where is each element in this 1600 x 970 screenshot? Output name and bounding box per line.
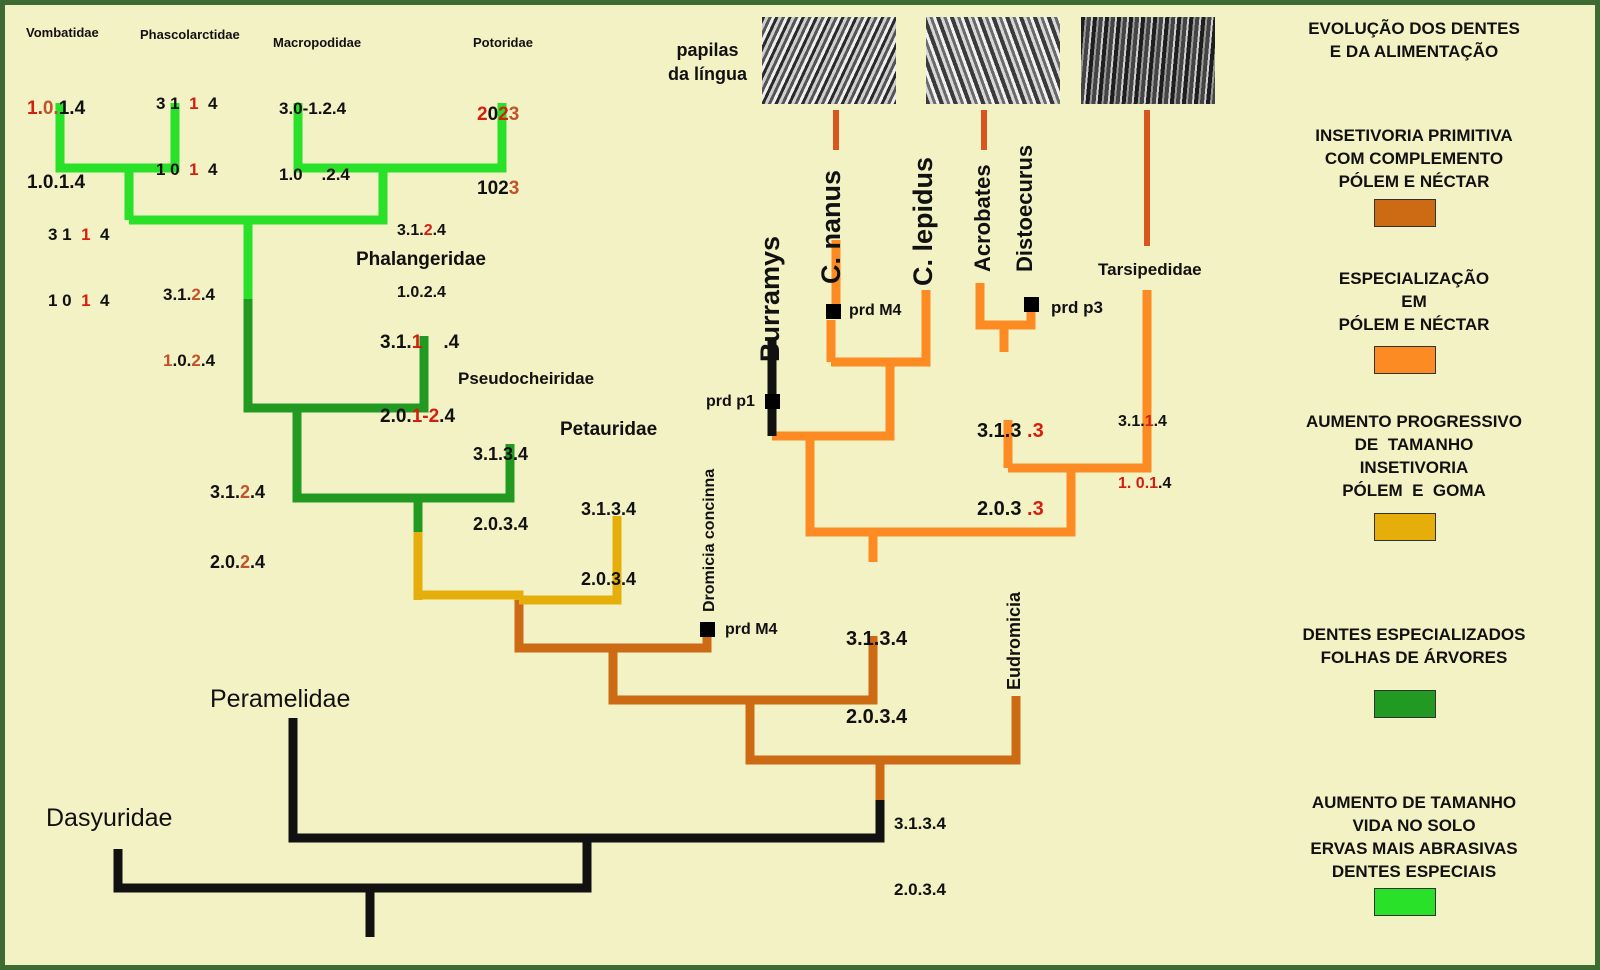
papila-image-1 xyxy=(762,17,896,104)
formula-macro-poto-node: 3.1.2.4 1.0.2.4 xyxy=(397,221,446,301)
taxon-tarsipedidae: Tarsipedidae xyxy=(1098,260,1202,279)
formula-phascolarctidae: 3 1 1 4 1 0 1 4 xyxy=(156,94,218,180)
formula-phalangeridae: 3.1.1 .4 2.0.1-2.4 xyxy=(380,332,460,428)
branch-burramyid-node xyxy=(608,636,878,705)
legend-swatch-pollen-nectar xyxy=(1374,346,1436,374)
formula-pseudocheiridae: 3.1.3.4 2.0.3.4 xyxy=(473,443,529,534)
papila-image-3 xyxy=(1081,17,1215,104)
papila-image-2 xyxy=(926,17,1060,104)
legend-item-ground-life: AUMENTO DE TAMANHO VIDA NO SOLO ERVAS MA… xyxy=(1310,793,1518,881)
taxon-burramys: Burramys xyxy=(755,235,785,362)
taxon-phalangeridae: Phalangeridae xyxy=(356,249,486,270)
taxon-distoecurus: Distoecurus xyxy=(1012,144,1037,272)
formula-vombatidae: 1.0.1.4 1.0.1.4 xyxy=(27,98,86,194)
formula-acrobatidae: 3.1.3 .3 2.0.3 .3 xyxy=(977,420,1044,520)
formula-burramyid-node: 3.1.3.4 2.0.3.4 xyxy=(846,628,908,728)
formula-base-node: 3.1.3.4 2.0.3.4 xyxy=(894,814,946,900)
taxon-peramelidae: Peramelidae xyxy=(210,685,351,713)
branch-acrobates xyxy=(975,283,1036,330)
branch-eudromicia xyxy=(745,696,1021,765)
prd-marker xyxy=(826,304,841,319)
prd-marker xyxy=(765,394,780,409)
branch-c-lepidus xyxy=(831,290,931,367)
papilas-label: papilas da língua xyxy=(668,40,748,84)
prd-label-m4-nanus: prd M4 xyxy=(849,302,902,319)
prd-marker xyxy=(700,622,715,637)
branch-vombatidae-phascolarctidae xyxy=(55,103,180,173)
branch-macropodidae-potoridae xyxy=(293,103,507,173)
taxon-c-lepidus: C. lepidus xyxy=(908,156,938,286)
formula-macropodidae: 3.0-1.2.4 1.0 .2.4 xyxy=(279,99,350,185)
legend-item-size-gum: AUMENTO PROGRESSIVO DE TAMANHO INSETIVOR… xyxy=(1306,412,1522,500)
taxon-acrobates: Acrobates xyxy=(970,164,995,272)
formula-pseudo-phal-node: 3.1.2.4 2.0.2.4 xyxy=(210,481,266,572)
taxon-vombatidae: Vombatidae xyxy=(26,25,99,40)
taxon-phascolarctidae: Phascolarctidae xyxy=(140,27,240,42)
branch-phalangeridae xyxy=(243,299,429,413)
prd-label-p3: prd p3 xyxy=(1051,298,1103,317)
taxon-eudromicia: Eudromicia xyxy=(1004,591,1024,690)
prd-marker xyxy=(1024,297,1039,312)
formula-vomb-phasc-node: 3 1 1 4 1 0 1 4 xyxy=(48,225,110,311)
taxon-petauridae: Petauridae xyxy=(560,419,658,440)
branch-petauridae xyxy=(519,516,622,605)
formula-petauridae: 3.1.3.4 2.0.3.4 xyxy=(581,498,637,589)
taxon-pseudocheiridae: Pseudocheiridae xyxy=(458,369,595,388)
legend-swatch-ground-life xyxy=(1374,888,1436,916)
taxon-macropodidae: Macropodidae xyxy=(273,35,362,50)
branch-cercartetus-node xyxy=(772,362,895,441)
legend-swatch-leaves xyxy=(1374,690,1436,718)
prd-label-p1: prd p1 xyxy=(706,393,755,410)
branch-dromicia xyxy=(514,600,712,653)
legend-title: EVOLUÇÃO DOS DENTES E DA ALIMENTAÇÃO xyxy=(1308,19,1520,61)
legend-item-primitive-insectivory: INSETIVORIA PRIMITIVA COM COMPLEMENTO PÓ… xyxy=(1315,126,1513,191)
branch-peramelidae xyxy=(288,718,885,843)
branch-dasyuridae xyxy=(113,838,592,893)
formula-tarsipedidae: 3.1.1.4 1. 0.1.4 xyxy=(1118,412,1172,492)
branch-diprotodont-node xyxy=(129,168,388,225)
formula-diprotodont-node: 3.1.2.4 1.0.2.4 xyxy=(163,285,216,371)
taxon-potoridae: Potoridae xyxy=(473,35,533,50)
prd-label-m4-dromicia: prd M4 xyxy=(725,621,778,638)
legend-item-leaves: DENTES ESPECIALIZADOS FOLHAS DE ÁRVORES xyxy=(1302,625,1526,667)
legend-swatch-size-gum xyxy=(1374,513,1436,541)
legend-swatch-primitive-insectivory xyxy=(1374,199,1436,227)
legend-item-pollen-nectar: ESPECIALIZAÇÃO EM PÓLEM E NÉCTAR xyxy=(1338,269,1490,334)
taxon-dromicia-concinna: Dromicia concinna xyxy=(701,468,718,612)
taxon-dasyuridae: Dasyuridae xyxy=(46,804,173,832)
branch-tarsipedidae xyxy=(1008,290,1152,473)
formula-potoridae: 2023 1023 xyxy=(477,104,520,200)
branch-pseudocheiridae xyxy=(292,408,515,503)
branch-yellow-join xyxy=(418,590,524,600)
branch-acrobatid-node xyxy=(805,436,1076,537)
taxon-c-nanus: C. nanus xyxy=(816,169,846,284)
